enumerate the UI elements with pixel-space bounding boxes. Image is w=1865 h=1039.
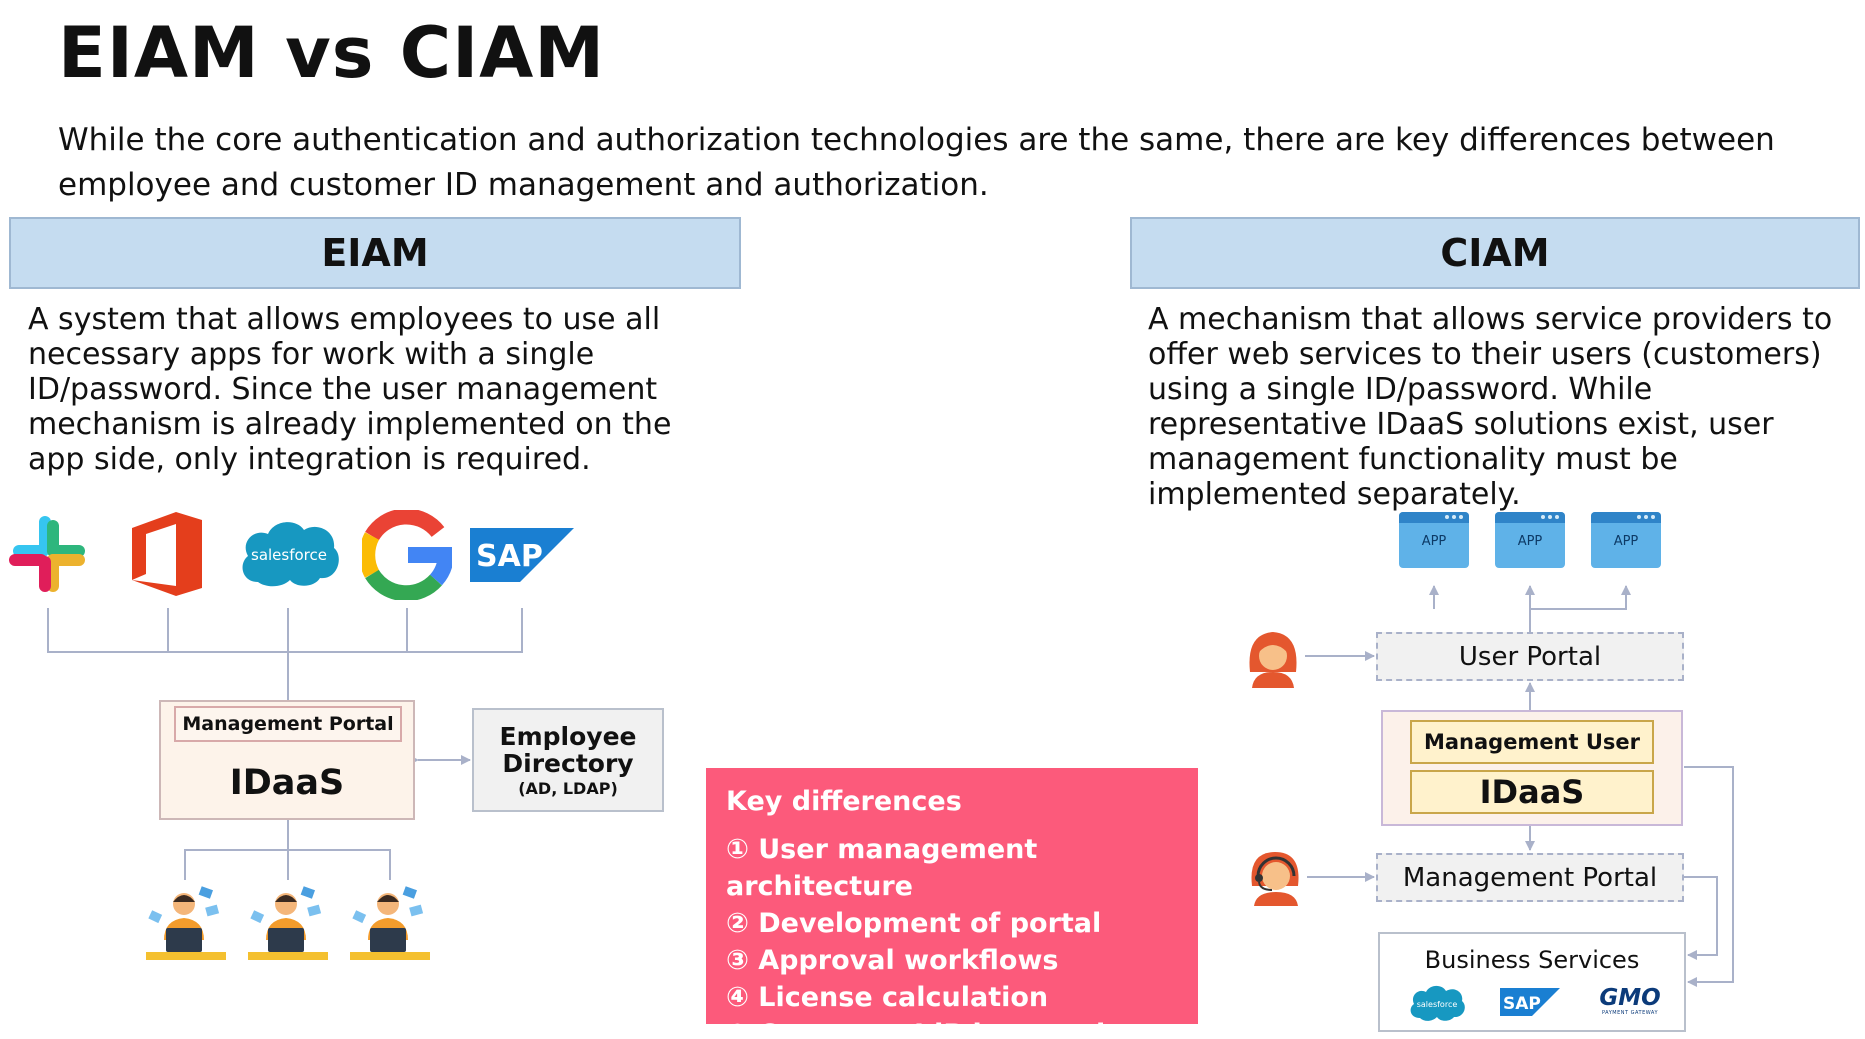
key-difference-item: ⑤ Customer IdP integration [726,1019,1144,1039]
ciam-description: A mechanism that allows service provider… [1148,302,1833,512]
business-services-label: Business Services [1424,946,1640,974]
management-user: Management User [1410,720,1654,764]
eiam-heading: EIAM [9,217,741,289]
eiam-idaas-label: IDaaS [229,763,345,803]
key-differences-title: Key differences [726,786,962,817]
employee-worker-icon [248,886,328,960]
app-window-icon: APP [1495,512,1565,568]
app-window-icon: APP [1399,512,1469,568]
eiam-description: A system that allows employees to use al… [28,302,672,477]
svg-text:SAP: SAP [476,539,543,574]
key-difference-item: ① User management architecture [726,834,1038,902]
gmo-logo: GMO PAYMENT GATEWAY [1599,985,1661,1016]
customer-user-icon [1249,632,1297,688]
salesforce-logo: salesforce [242,522,339,587]
employee-directory-label: Employee Directory [499,721,637,779]
user-portal: User Portal [1376,632,1684,681]
office-icon [132,512,202,596]
employee-directory-note: (AD, LDAP) [518,778,618,798]
slack-icon [9,516,85,592]
salesforce-logo: salesforce [1410,985,1465,1021]
key-difference-item: ② Development of portal [726,908,1102,939]
operator-headset-icon [1251,852,1299,906]
sap-logo: SAP [1500,988,1560,1016]
key-difference-item: ④ License calculation [726,982,1049,1013]
ciam-idaas-label: IDaaS [1410,770,1654,814]
ciam-management-portal: Management Portal [1376,853,1684,902]
employee-worker-icon [350,886,430,960]
key-difference-item: ③ Approval workflows [726,945,1059,976]
intro-text: While the core authentication and author… [58,122,1775,203]
svg-text:SAP: SAP [1503,994,1541,1014]
svg-text:salesforce: salesforce [1417,1000,1458,1009]
employee-directory: Employee Directory (AD, LDAP) [472,708,664,812]
google-icon [362,510,452,600]
business-services-box: Business Services salesforce SAP GMO PAY… [1378,932,1686,1032]
svg-text:salesforce: salesforce [251,546,327,564]
key-differences-box: Key differences ① User management archit… [706,768,1198,1039]
ciam-heading: CIAM [1130,217,1860,289]
employee-worker-icon [146,886,226,960]
sap-logo: SAP [470,528,574,582]
eiam-management-portal: Management Portal [174,706,402,742]
page-title: EIAM vs CIAM [58,12,605,94]
app-window-icon: APP [1591,512,1661,568]
